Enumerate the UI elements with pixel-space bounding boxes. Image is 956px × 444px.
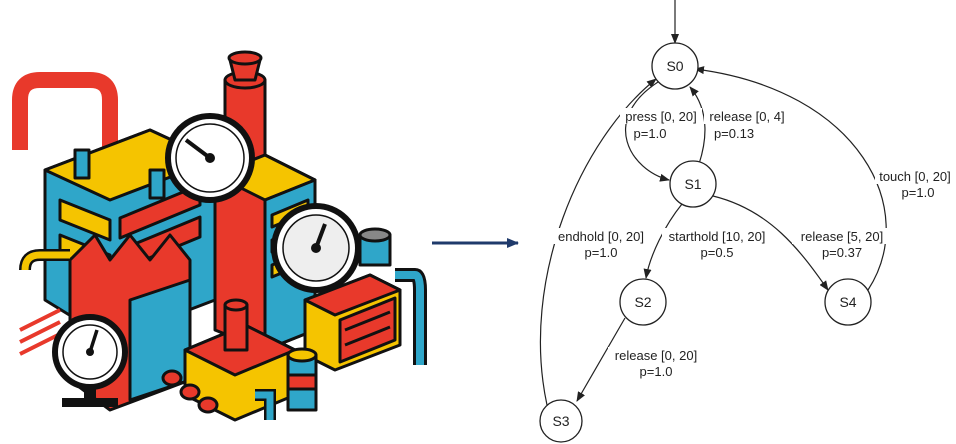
svg-text:p=1.0: p=1.0 — [902, 185, 935, 200]
edge-label-s0-s1: press [0, 20] p=1.0 — [620, 108, 702, 141]
svg-text:S4: S4 — [839, 294, 856, 310]
edge-s1-s2 — [643, 203, 683, 279]
svg-text:release [0, 20]: release [0, 20] — [615, 348, 697, 363]
svg-text:press [0, 20]: press [0, 20] — [625, 109, 697, 124]
svg-text:p=0.37: p=0.37 — [822, 245, 862, 260]
edge-label-s2-s3: release [0, 20] p=1.0 — [608, 347, 704, 379]
svg-text:S1: S1 — [684, 176, 701, 192]
svg-text:touch [0, 20]: touch [0, 20] — [879, 169, 951, 184]
edge-s1-s0 — [689, 86, 706, 165]
edge-s1-s4 — [712, 195, 829, 291]
svg-text:S0: S0 — [666, 58, 683, 74]
svg-text:p=1.0: p=1.0 — [585, 245, 618, 260]
state-diagram: S0 S1 S2 S3 S4 press [0, 20] p=1.0 relea… — [539, 0, 955, 443]
edge-s2-s3 — [576, 317, 626, 402]
svg-text:p=0.5: p=0.5 — [701, 245, 734, 260]
pressure-gauge-icon — [271, 203, 361, 293]
state-node-s1: S1 — [669, 160, 717, 208]
svg-text:release [0, 4]: release [0, 4] — [709, 109, 784, 124]
svg-text:p=1.0: p=1.0 — [634, 126, 667, 141]
edge-label-s3-s0: endhold [0, 20] p=1.0 — [552, 228, 650, 260]
svg-text:release [5, 20]: release [5, 20] — [801, 229, 883, 244]
edge-s0-s1 — [625, 81, 670, 182]
edge-label-s1-s4: release [5, 20] p=0.37 — [792, 228, 892, 260]
svg-text:S2: S2 — [634, 294, 651, 310]
svg-text:endhold [0, 20]: endhold [0, 20] — [558, 229, 644, 244]
state-node-s4: S4 — [824, 278, 872, 326]
svg-text:p=0.13: p=0.13 — [714, 126, 754, 141]
edge-label-s4-s0: touch [0, 20] p=1.0 — [875, 168, 955, 200]
edge-s4-s0 — [694, 66, 887, 291]
pressure-gauge-icon — [165, 113, 255, 203]
state-node-s2: S2 — [619, 278, 667, 326]
edge-label-s1-s2: starthold [10, 20] p=0.5 — [662, 228, 772, 260]
pressure-gauge-icon — [52, 314, 128, 407]
svg-text:p=1.0: p=1.0 — [640, 364, 673, 379]
svg-text:starthold [10, 20]: starthold [10, 20] — [669, 229, 766, 244]
state-node-s0: S0 — [651, 42, 699, 90]
svg-text:S3: S3 — [552, 413, 569, 429]
state-node-s3: S3 — [539, 399, 583, 443]
edge-s3-s0 — [539, 78, 657, 406]
edge-label-s1-s0: release [0, 4] p=0.13 — [704, 108, 790, 141]
